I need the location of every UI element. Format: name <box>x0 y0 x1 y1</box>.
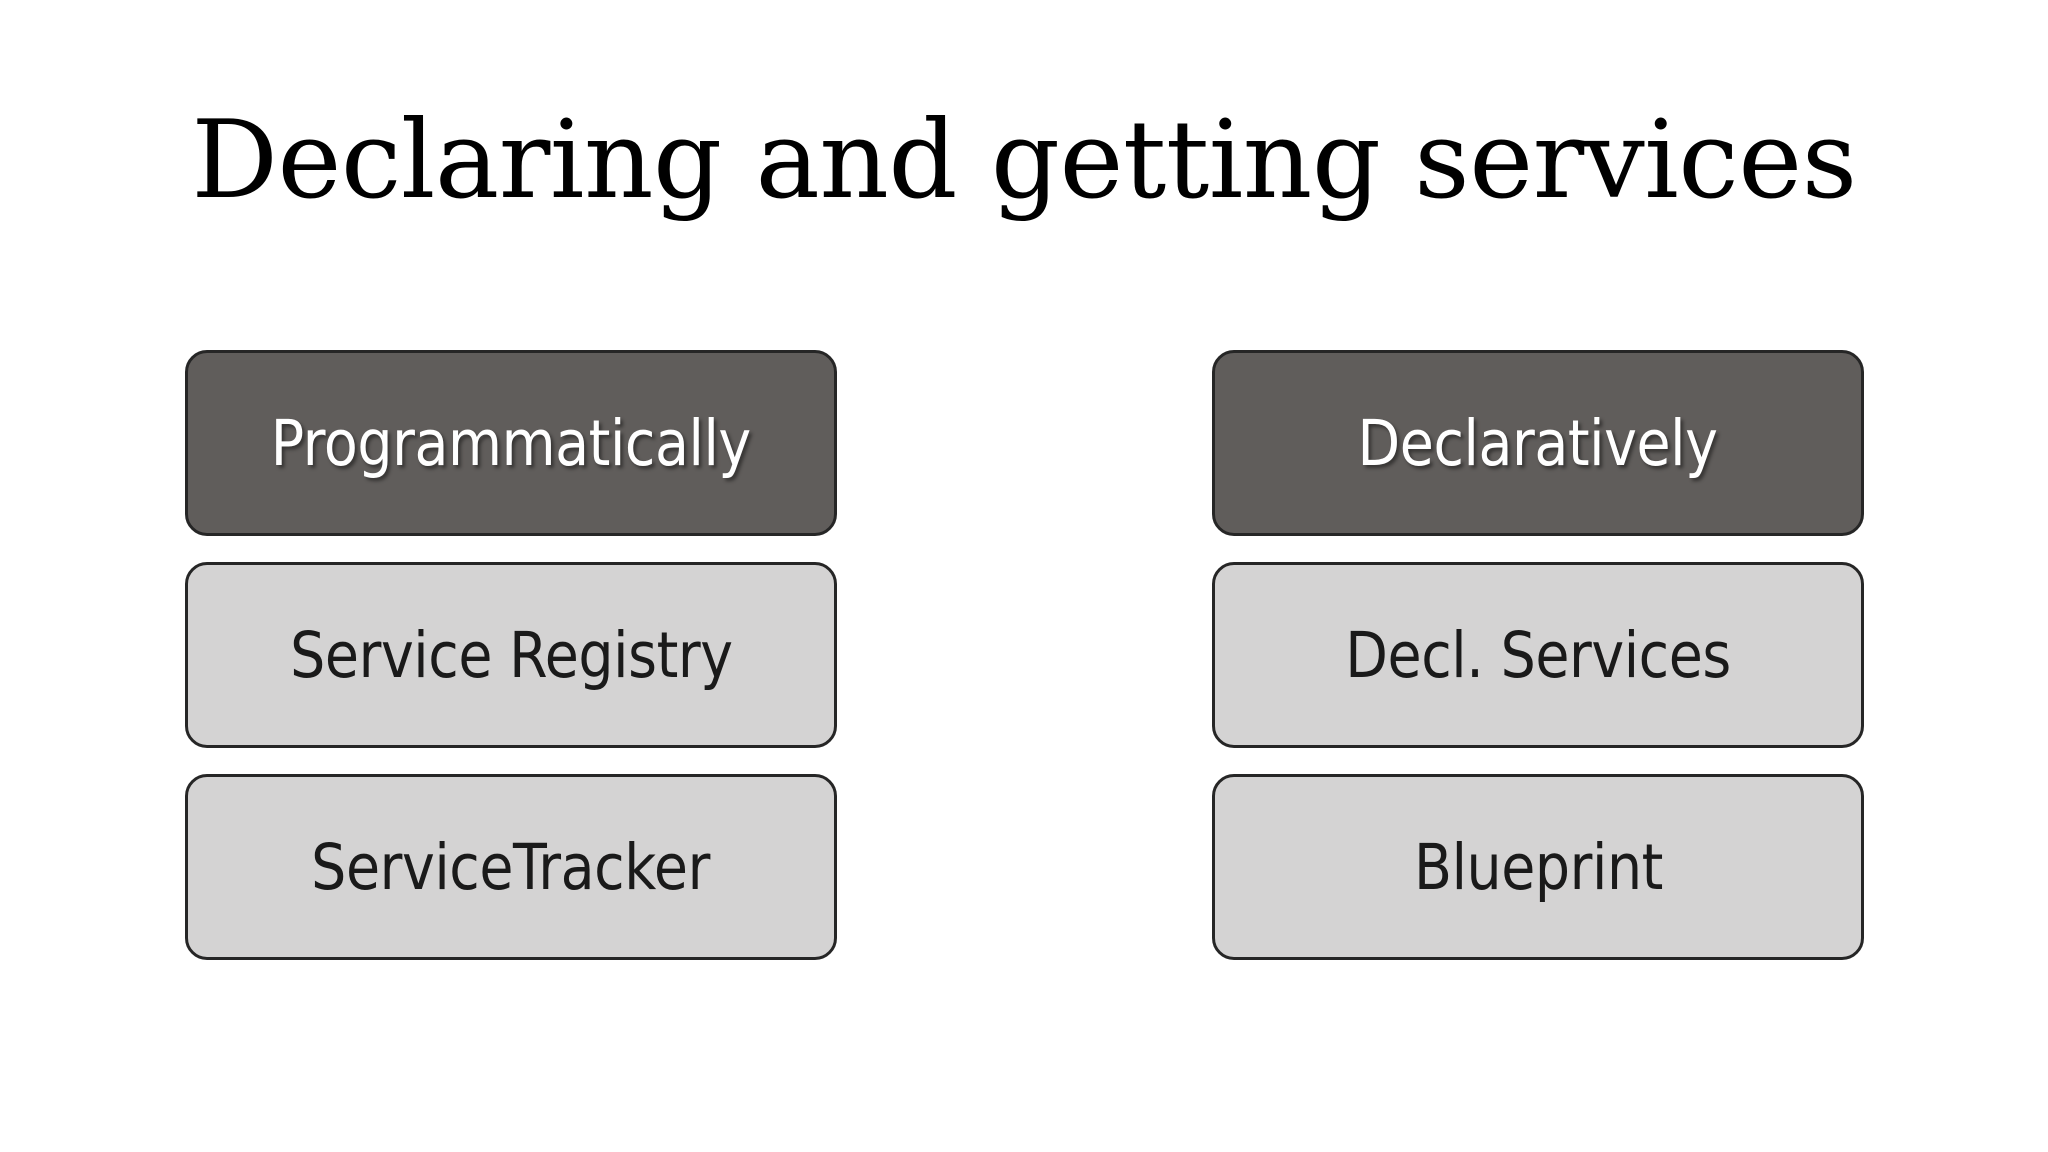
box-label-service-tracker: ServiceTracker <box>311 830 711 904</box>
box-label-blueprint: Blueprint <box>1413 830 1663 904</box>
box-label-service-registry: Service Registry <box>289 618 733 692</box>
page-title: Declaring and getting services <box>191 98 1857 223</box>
box-label-programmatically: Programmatically <box>270 406 752 480</box>
box-service-registry[interactable]: Service Registry <box>185 562 837 748</box>
box-decl-services[interactable]: Decl. Services <box>1212 562 1864 748</box>
box-service-tracker[interactable]: ServiceTracker <box>185 774 837 960</box>
box-programmatically[interactable]: Programmatically <box>185 350 837 536</box>
box-blueprint[interactable]: Blueprint <box>1212 774 1864 960</box>
column-declarative: Declaratively Decl. Services Blueprint <box>1212 350 1864 960</box>
column-programmatic: Programmatically Service Registry Servic… <box>185 350 837 960</box>
box-declaratively[interactable]: Declaratively <box>1212 350 1864 536</box>
box-label-decl-services: Decl. Services <box>1345 618 1731 692</box>
box-label-declaratively: Declaratively <box>1358 406 1718 480</box>
